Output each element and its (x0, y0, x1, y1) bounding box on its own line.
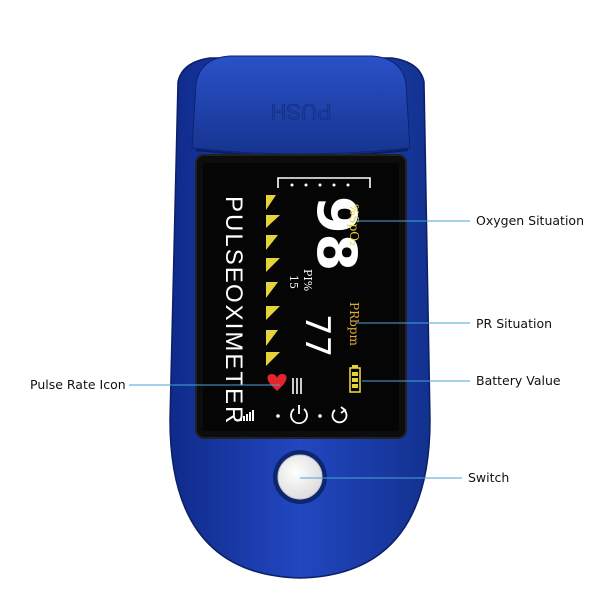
power-icon (290, 405, 308, 425)
oled-display (203, 163, 399, 431)
brand-label-oximeter: OXIMETER (220, 284, 247, 425)
heart-icon (267, 374, 287, 391)
pr-unit: PRbpm (347, 302, 361, 346)
callout-lines (129, 220, 470, 479)
brand-label-pulse: PULSE (220, 196, 247, 285)
callout-pr-situation: PR Situation (476, 316, 553, 331)
push-label: PUSH (270, 99, 331, 124)
switch-button[interactable] (277, 454, 323, 500)
pleth-waveform (266, 195, 280, 366)
device-cap (191, 55, 411, 155)
callout-switch: Switch (468, 470, 510, 485)
battery-icon (349, 365, 361, 393)
signal-bars-icon (240, 410, 254, 421)
pr-value: 77 (297, 314, 337, 357)
callout-battery-value: Battery Value (476, 373, 561, 388)
pi-value: 15 (287, 275, 300, 289)
spo2-unit: %SpO₂ (347, 204, 361, 246)
callout-pulse-rate-icon: Pulse Rate Icon (30, 377, 126, 392)
callout-oxygen-situation: Oxygen Situation (476, 213, 584, 228)
pulse-strength-icon (292, 378, 302, 394)
refresh-icon (331, 406, 348, 424)
pi-label: PI% (301, 269, 314, 291)
spo2-value: 98 (305, 196, 368, 271)
